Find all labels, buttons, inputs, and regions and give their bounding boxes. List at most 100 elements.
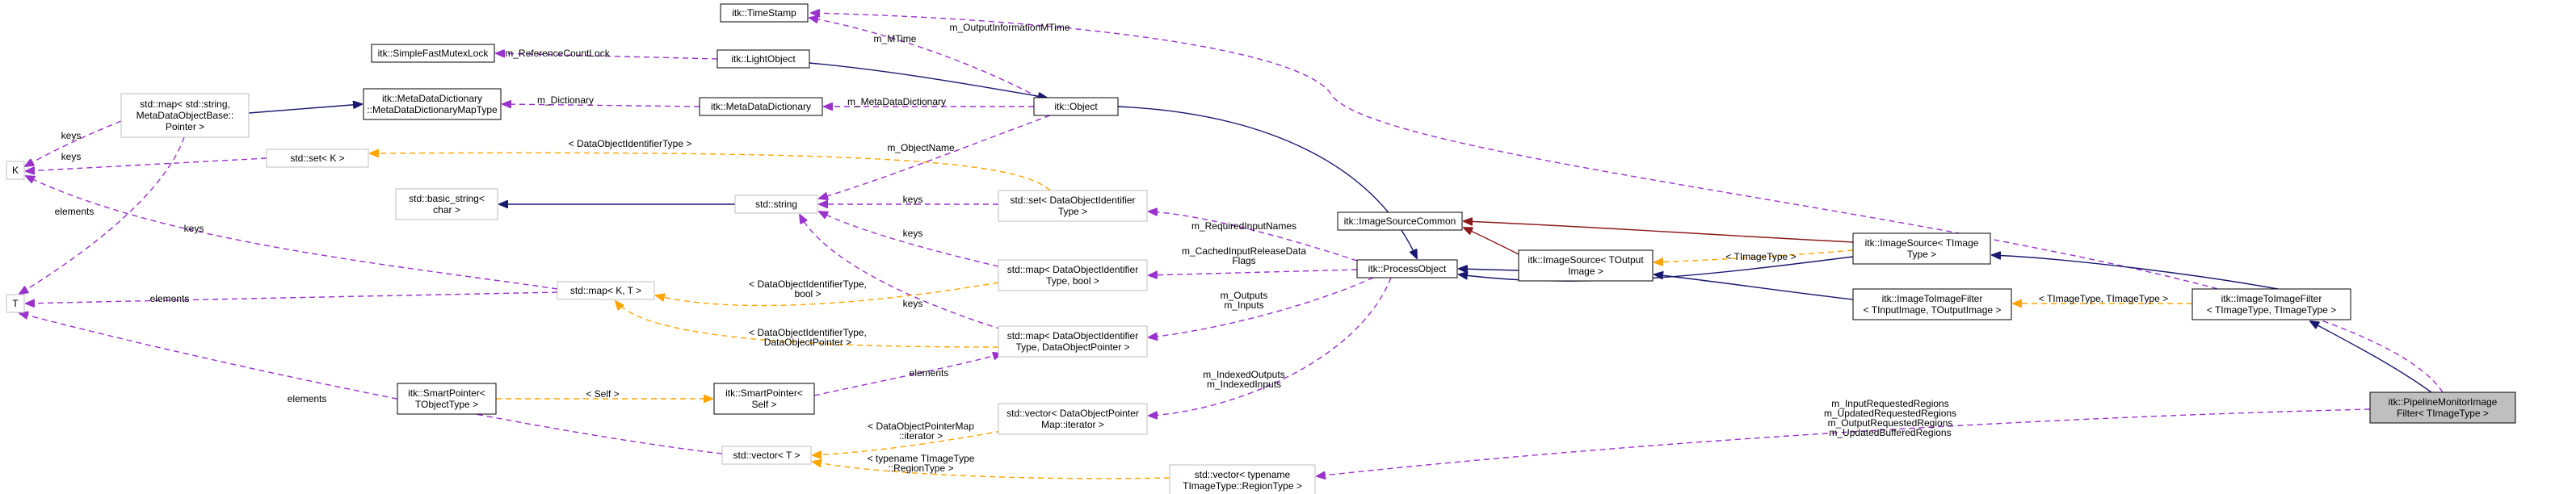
node-label: itk::ImageSource< TOutput	[1528, 254, 1644, 266]
node-map-bool: std::map< DataObjectIdentifierType, bool…	[998, 259, 1148, 291]
node-label: Type >	[1907, 249, 1936, 260]
node-mdd[interactable]: itk::MetaDataDictionary	[699, 97, 823, 116]
node-vec-iter: std::vector< DataObjectPointerMap::itera…	[998, 403, 1148, 435]
edge-label: m_RequiredInputNames	[1191, 220, 1296, 232]
edge-e-istout-itifio	[1654, 274, 1854, 300]
edge-line	[811, 13, 2444, 393]
edge-label: ::iterator >	[899, 430, 943, 442]
node-processobject[interactable]: itk::ProcessObject	[1356, 259, 1458, 278]
edge-line	[1149, 211, 1358, 262]
node-label: Type, DataObjectPointer >	[1015, 341, 1129, 353]
edge-line	[809, 18, 1040, 98]
node-sp-tobj[interactable]: itk::SmartPointer<TObjectType >	[397, 383, 497, 415]
node-mddmaptype[interactable]: itk::MetaDataDictionary::MetaDataDiction…	[363, 88, 502, 120]
edge-e-istimg-itiftt	[1992, 255, 2279, 290]
edge-e-stdmap-T: elements	[19, 136, 185, 294]
node-itif-tt[interactable]: itk::ImageToImageFilter< TImageType, TIm…	[2191, 288, 2351, 320]
node-box	[266, 149, 369, 168]
node-box	[120, 93, 250, 138]
node-stdmap-str: std::map< std::string,MetaDataObjectBase…	[120, 93, 250, 138]
node-set-k: std::set< K >	[266, 149, 369, 168]
edge-e-mddmap-mdd: m_Dictionary	[502, 94, 700, 107]
node-label: itk::SimpleFastMutexLock	[378, 48, 490, 59]
node-mutexlock[interactable]: itk::SimpleFastMutexLock	[371, 44, 495, 63]
node-timestamp[interactable]: itk::TimeStamp	[720, 3, 809, 23]
edge-e-mapbool-string: keys	[819, 211, 999, 267]
edge-e-istout-istimg: < TImageType >	[1654, 249, 1854, 262]
node-label: std::vector< DataObjectPointer	[1006, 408, 1139, 419]
edge-e-stdmap-mddmap	[248, 104, 362, 114]
edge-label: elements	[55, 206, 95, 217]
edge-line	[1464, 228, 1519, 255]
edge-e-mapdop-string: keys	[800, 215, 1002, 330]
node-map-kt: std::map< K, T >	[557, 281, 655, 300]
edge-e-spself-mapdop: elements	[813, 354, 1002, 396]
edge-e-isc-istout	[1464, 228, 1519, 255]
edge-label: keys	[903, 298, 923, 309]
node-label: itk::SmartPointer<	[725, 387, 803, 399]
edge-label: m_MetaDataDictionary	[847, 96, 946, 107]
edge-line	[1459, 269, 1519, 270]
node-vec-t: std::vector< T >	[721, 446, 812, 465]
edge-label: m_UpdatedBufferedRegions	[1829, 427, 1951, 438]
node-label: std::map< DataObjectIdentifier	[1007, 264, 1138, 275]
node-label: std::map< K, T >	[570, 285, 641, 296]
edge-line	[25, 120, 122, 166]
edge-label: m_IndexedInputs	[1207, 379, 1281, 390]
node-label: std::map< std::string,	[140, 98, 230, 110]
edge-label: elements	[150, 293, 190, 304]
node-label: std::set< K >	[290, 153, 344, 164]
edge-e-setdoid-string: keys	[819, 194, 998, 205]
edge-line	[1464, 221, 1854, 243]
edge-line	[1149, 269, 1358, 275]
edge-line	[26, 176, 558, 290]
edge-line	[248, 104, 362, 114]
edge-label: keys	[61, 151, 82, 162]
edge-line	[1654, 249, 1854, 262]
edge-line	[19, 313, 723, 454]
node-is-tout[interactable]: itk::ImageSource< TOutputImage >	[1518, 249, 1654, 282]
node-box	[721, 446, 812, 465]
edge-label: m_CachedInputReleaseData	[1182, 245, 1306, 257]
edge-e-mapkt-T: elements	[26, 291, 558, 304]
node-itif-io[interactable]: itk::ImageToImageFilter< TInputImage, TO…	[1852, 288, 2012, 320]
edge-label: < typename TImageType	[868, 453, 975, 464]
edge-e-isc-istimg	[1464, 221, 1854, 243]
edge-line	[496, 53, 718, 60]
edge-line	[809, 62, 1047, 98]
node-isc[interactable]: itk::ImageSourceCommon	[1337, 211, 1463, 231]
node-label: itk::ImageToImageFilter	[1882, 293, 1983, 304]
edge-e-sptobj-spself: < Self >	[496, 388, 712, 400]
edge-line	[813, 462, 1170, 479]
node-string: std::string	[734, 195, 818, 214]
edge-line	[813, 430, 1002, 455]
node-object[interactable]: itk::Object	[1033, 97, 1119, 116]
node-label: Type >	[1058, 206, 1087, 217]
node-label: TObjectType >	[415, 399, 478, 410]
edge-label: m_ObjectName	[887, 142, 955, 153]
node-box	[998, 190, 1148, 222]
node-label: Pointer >	[166, 121, 204, 132]
node-is-timg[interactable]: itk::ImageSource< TImageType >	[1852, 232, 1991, 265]
node-K: K	[6, 161, 25, 180]
edge-e-vecregion-pmif: m_InputRequestedRegionsm_UpdatedRequeste…	[1317, 398, 2371, 476]
edge-e-itifio-itiftt: < TImageType, TImageType >	[2013, 293, 2192, 304]
node-label: Filter< TImageType >	[2397, 408, 2489, 419]
edge-e-mdd-obj: m_MetaDataDictionary	[824, 96, 1034, 107]
node-sp-self[interactable]: itk::SmartPointer<Self >	[713, 383, 815, 415]
node-box	[395, 188, 498, 220]
edge-line	[370, 153, 1051, 191]
edge-label: elements	[910, 367, 949, 379]
node-label: itk::ProcessObject	[1368, 263, 1447, 274]
node-box	[720, 3, 809, 23]
edge-e-light-obj	[809, 62, 1047, 98]
node-box	[1337, 211, 1463, 231]
edge-line	[1117, 106, 1417, 258]
node-box	[363, 88, 502, 120]
node-label: Type, bool >	[1046, 275, 1099, 287]
edge-e-obj-po	[1117, 106, 1417, 258]
node-lightobject[interactable]: itk::LightObject	[716, 49, 810, 69]
edge-e-stdmap-K: keys	[25, 120, 122, 166]
edge-line	[800, 215, 1002, 330]
